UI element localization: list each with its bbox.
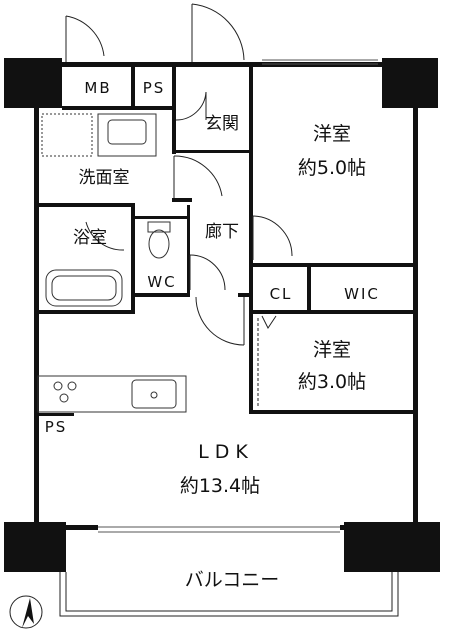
label-western1-name: 洋室 xyxy=(313,123,351,145)
label-ldk-name: LDK xyxy=(198,441,254,463)
wash-basin xyxy=(97,113,157,157)
label-genkan: 玄関 xyxy=(205,114,239,134)
label-wc: WC xyxy=(147,273,176,291)
label-western1-size: 約5.0帖 xyxy=(298,157,366,179)
pillar-top-right xyxy=(382,58,438,108)
label-senmen: 洗面室 xyxy=(79,168,130,188)
label-ldk-size: 約13.4帖 xyxy=(180,475,260,497)
toilet-tank xyxy=(147,221,171,233)
outer-walls xyxy=(4,58,440,572)
label-roka: 廊下 xyxy=(205,222,239,242)
doors xyxy=(65,3,293,408)
pillar-bottom-left xyxy=(4,522,66,572)
toilet-bowl xyxy=(148,229,170,259)
pillar-bottom-right xyxy=(344,522,440,572)
label-balcony: バルコニー xyxy=(185,569,280,591)
kitchen-counter xyxy=(37,375,187,413)
room-labels: MB PS 玄関 洋室 約5.0帖 洗面室 浴室 廊下 WC CL WIC 洋室… xyxy=(45,79,380,591)
label-ps-top: PS xyxy=(143,79,166,97)
compass-arrow-icon xyxy=(22,598,34,628)
label-western2-size: 約3.0帖 xyxy=(298,371,366,393)
pillar-top-left xyxy=(4,58,62,108)
label-ps-bottom: PS xyxy=(45,418,68,436)
kitchen-sink xyxy=(131,379,177,409)
label-mb: MB xyxy=(84,79,111,97)
label-western2-name: 洋室 xyxy=(313,339,351,361)
interior-walls xyxy=(38,62,417,416)
washer-pan xyxy=(41,113,93,157)
compass xyxy=(9,595,43,629)
balcony-area xyxy=(59,572,399,617)
label-yokushitsu: 浴室 xyxy=(73,228,107,248)
label-cl: CL xyxy=(270,285,293,303)
label-wic: WIC xyxy=(344,285,380,303)
bath-tub xyxy=(45,269,123,307)
fixtures xyxy=(37,113,187,413)
windows xyxy=(98,59,378,533)
